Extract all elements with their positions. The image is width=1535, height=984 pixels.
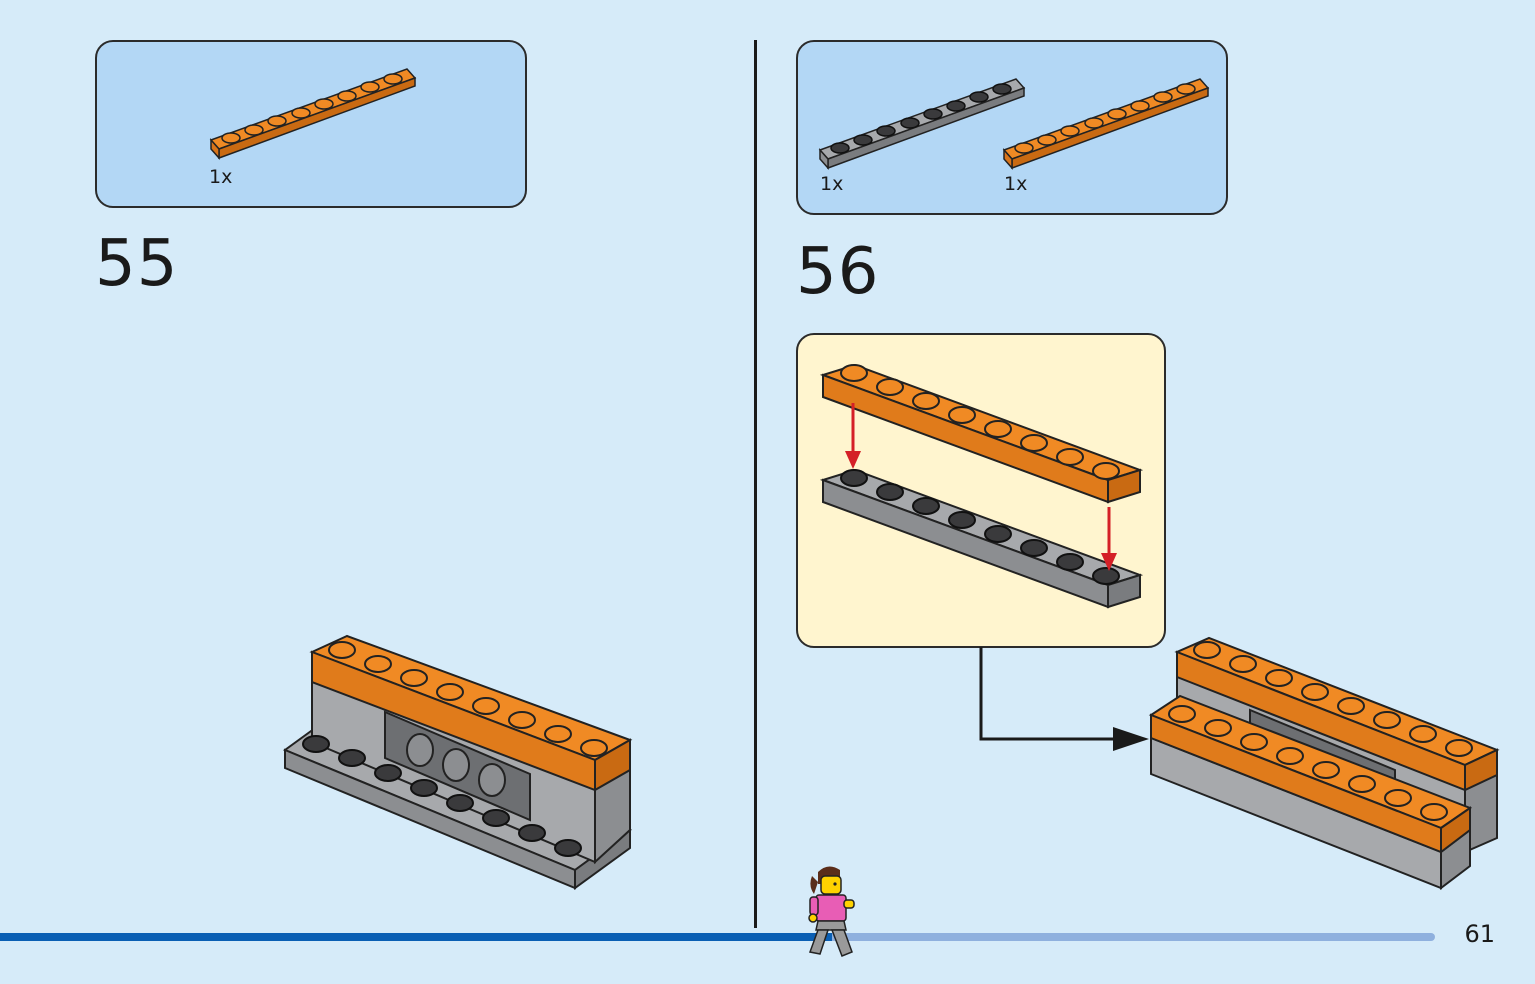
page-divider xyxy=(754,40,757,928)
red-arrow-icon xyxy=(845,403,1117,571)
minifigure-runner-icon xyxy=(808,866,855,957)
step55-parts-box: 1x xyxy=(95,40,527,208)
part-quantity: 1x xyxy=(820,173,844,195)
step-number: 55 xyxy=(95,227,179,301)
step-number: 56 xyxy=(796,235,880,309)
gray-plate-1x8-icon xyxy=(818,78,1026,170)
step55-assembly-illustration xyxy=(282,634,633,890)
attach-plate-illustration xyxy=(819,363,1144,609)
step56-assembly-illustration xyxy=(1148,636,1500,891)
progress-bar xyxy=(0,933,1435,941)
connector-arrow-icon xyxy=(979,647,1149,751)
progress-fill xyxy=(0,933,832,941)
part-quantity: 1x xyxy=(209,166,233,188)
part-quantity: 1x xyxy=(1004,173,1028,195)
step56-parts-box: 1x 1x xyxy=(796,40,1228,215)
orange-plate-1x8-icon xyxy=(209,68,417,160)
page-number: 61 xyxy=(1464,920,1495,948)
orange-plate-1x8-icon xyxy=(1002,78,1210,170)
step56-callout-box xyxy=(796,333,1166,648)
